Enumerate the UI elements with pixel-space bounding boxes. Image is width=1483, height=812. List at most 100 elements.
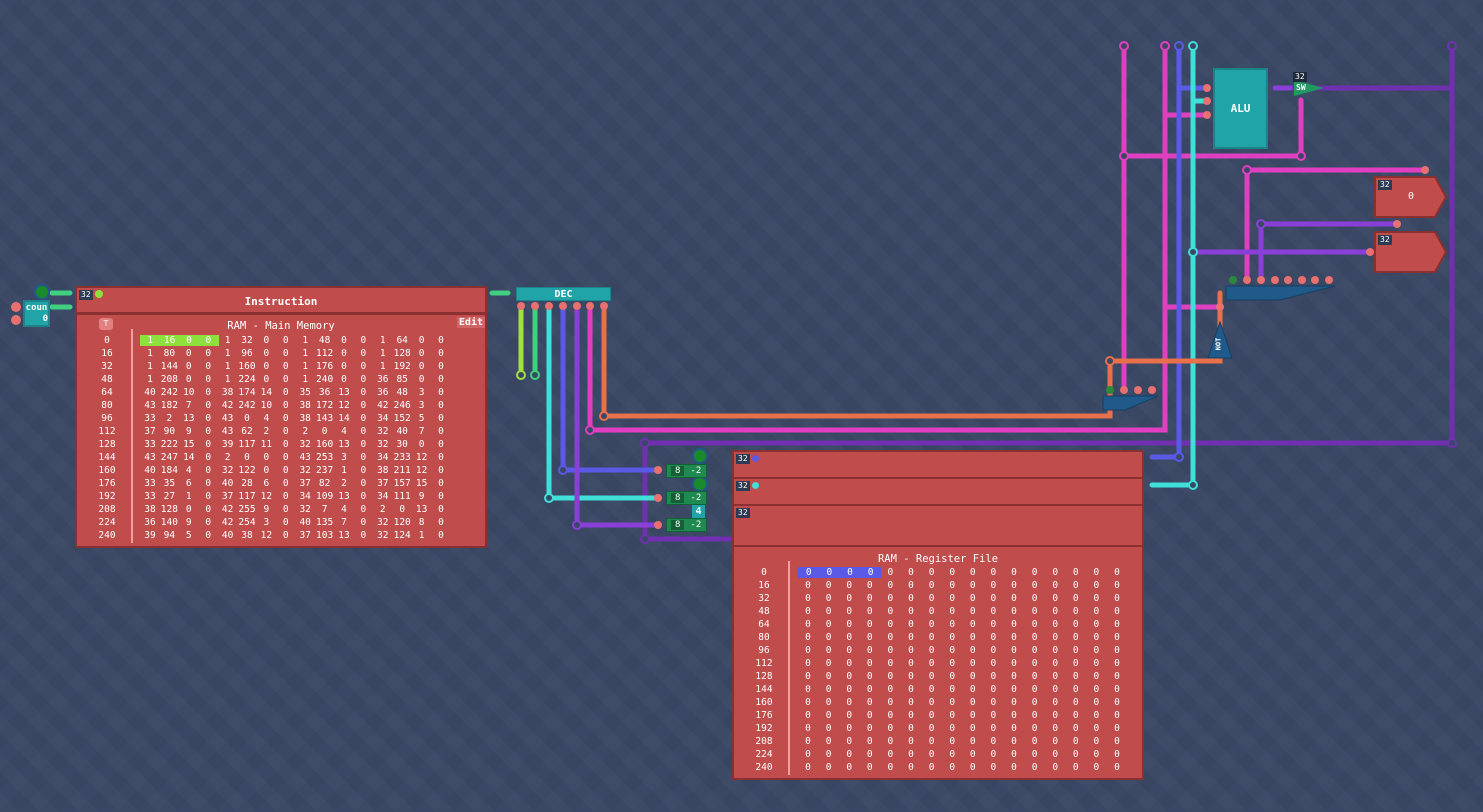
memory-cell[interactable]: 0 (887, 658, 894, 669)
memory-cell[interactable]: 0 (846, 580, 853, 591)
memory-cell[interactable]: 0 (205, 465, 212, 476)
memory-cell[interactable]: 0 (399, 504, 406, 515)
memory-cell[interactable]: 32 (299, 465, 311, 476)
memory-cell[interactable]: 0 (805, 580, 811, 591)
memory-cell[interactable]: 0 (438, 491, 444, 502)
memory-cell[interactable]: 0 (908, 736, 914, 747)
memory-cell[interactable]: 0 (360, 478, 367, 489)
memory-cell[interactable]: 0 (969, 632, 976, 643)
memory-cell[interactable]: 176 (316, 361, 334, 372)
memory-cell[interactable]: 0 (1011, 645, 1017, 656)
memory-cell[interactable]: 1 (147, 361, 153, 372)
memory-cell[interactable]: 42 (377, 400, 389, 411)
memory-cell[interactable]: 1 (379, 361, 386, 372)
memory-cell[interactable]: 0 (949, 697, 956, 708)
memory-cell[interactable]: 0 (1052, 710, 1059, 721)
memory-cell[interactable]: 80 (163, 348, 176, 359)
memory-cell[interactable]: 0 (990, 736, 997, 747)
memory-cell[interactable]: 7 (341, 517, 347, 528)
memory-cell[interactable]: 0 (805, 762, 811, 773)
memory-cell[interactable]: 254 (238, 517, 256, 528)
memory-cell[interactable]: 0 (908, 749, 914, 760)
memory-cell[interactable]: 0 (360, 439, 367, 450)
memory-cell[interactable]: 0 (1052, 697, 1059, 708)
memory-cell[interactable]: 0 (1031, 580, 1038, 591)
memory-cell[interactable]: 0 (360, 517, 367, 528)
offset-component[interactable]: 8-2 (666, 491, 707, 505)
memory-cell[interactable]: 0 (805, 697, 811, 708)
memory-cell[interactable]: 0 (263, 361, 270, 372)
memory-cell[interactable]: 0 (360, 504, 367, 515)
memory-cell[interactable]: 0 (418, 348, 425, 359)
memory-cell[interactable]: 13 (338, 387, 350, 398)
memory-cell[interactable]: 0 (969, 567, 976, 578)
memory-cell[interactable]: 37 (221, 491, 234, 502)
memory-cell[interactable]: 32 (377, 426, 389, 437)
memory-cell[interactable]: 240 (316, 374, 334, 385)
memory-cell[interactable]: 0 (1011, 762, 1017, 773)
memory-cell[interactable]: 40 (221, 478, 234, 489)
memory-cell[interactable]: 9 (418, 491, 425, 502)
memory-cell[interactable]: 2 (341, 478, 347, 489)
memory-cell[interactable]: 0 (1011, 684, 1017, 695)
memory-cell[interactable]: 0 (805, 658, 811, 669)
memory-cell[interactable]: 0 (846, 723, 853, 734)
memory-cell[interactable]: 1 (140, 335, 161, 346)
memory-cell[interactable]: 1 (302, 348, 309, 359)
memory-cell[interactable]: 0 (969, 710, 976, 721)
memory-cell[interactable]: 0 (990, 593, 997, 604)
memory-cell[interactable]: 0 (825, 749, 832, 760)
memory-cell[interactable]: 0 (1072, 658, 1079, 669)
memory-cell[interactable]: 1 (224, 348, 231, 359)
memory-cell[interactable]: 0 (1031, 593, 1038, 604)
memory-cell[interactable]: 0 (805, 645, 811, 656)
memory-cell[interactable]: 0 (866, 606, 873, 617)
memory-cell[interactable]: 42 (221, 504, 234, 515)
memory-cell[interactable]: 13 (338, 530, 350, 541)
memory-cell[interactable]: 247 (160, 452, 178, 463)
memory-cell[interactable]: 0 (1011, 697, 1017, 708)
memory-cell[interactable]: 0 (1093, 632, 1100, 643)
memory-cell[interactable]: 160 (316, 439, 334, 450)
memory-cell[interactable]: 0 (1031, 567, 1038, 578)
memory-cell[interactable]: 0 (360, 465, 367, 476)
memory-cell[interactable]: 0 (360, 400, 367, 411)
memory-cell[interactable]: 0 (887, 710, 894, 721)
memory-cell[interactable]: 0 (969, 723, 976, 734)
alu[interactable]: ALU (1213, 68, 1268, 149)
memory-cell[interactable]: 140 (160, 517, 178, 528)
memory-cell[interactable]: 0 (805, 723, 811, 734)
memory-cell[interactable]: 0 (438, 530, 444, 541)
memory-cell[interactable]: 0 (438, 504, 444, 515)
memory-cell[interactable]: 0 (263, 335, 270, 346)
memory-cell[interactable]: 0 (1072, 593, 1079, 604)
memory-cell[interactable]: 0 (185, 361, 192, 372)
memory-cell[interactable]: 0 (282, 478, 289, 489)
memory-cell[interactable]: 0 (1093, 567, 1100, 578)
memory-cell[interactable]: 0 (341, 374, 347, 385)
memory-cell[interactable]: 0 (198, 335, 219, 346)
memory-cell[interactable]: 0 (825, 710, 832, 721)
memory-cell[interactable]: 0 (990, 580, 997, 591)
memory-cell[interactable]: 128 (160, 504, 178, 515)
memory-cell[interactable]: 35 (163, 478, 176, 489)
memory-cell[interactable]: 0 (949, 658, 956, 669)
memory-cell[interactable]: 0 (969, 684, 976, 695)
memory-cell[interactable]: 0 (928, 710, 935, 721)
memory-cell[interactable]: 1 (379, 348, 386, 359)
memory-cell[interactable]: 85 (396, 374, 408, 385)
memory-cell[interactable]: 0 (1093, 736, 1100, 747)
memory-cell[interactable]: 0 (887, 671, 894, 682)
memory-cell[interactable]: 6 (263, 478, 270, 489)
memory-cell[interactable]: 0 (1114, 736, 1120, 747)
memory-cell[interactable]: 174 (238, 387, 256, 398)
memory-cell[interactable]: 182 (160, 400, 178, 411)
memory-cell[interactable]: 0 (1114, 645, 1120, 656)
memory-cell[interactable]: 0 (321, 426, 328, 437)
memory-cell[interactable]: 0 (185, 504, 192, 515)
memory-cell[interactable]: 0 (887, 580, 894, 591)
memory-cell[interactable]: 40 (144, 465, 156, 476)
memory-cell[interactable]: 0 (341, 361, 347, 372)
memory-cell[interactable]: 0 (846, 619, 853, 630)
memory-cell[interactable]: 27 (163, 491, 176, 502)
